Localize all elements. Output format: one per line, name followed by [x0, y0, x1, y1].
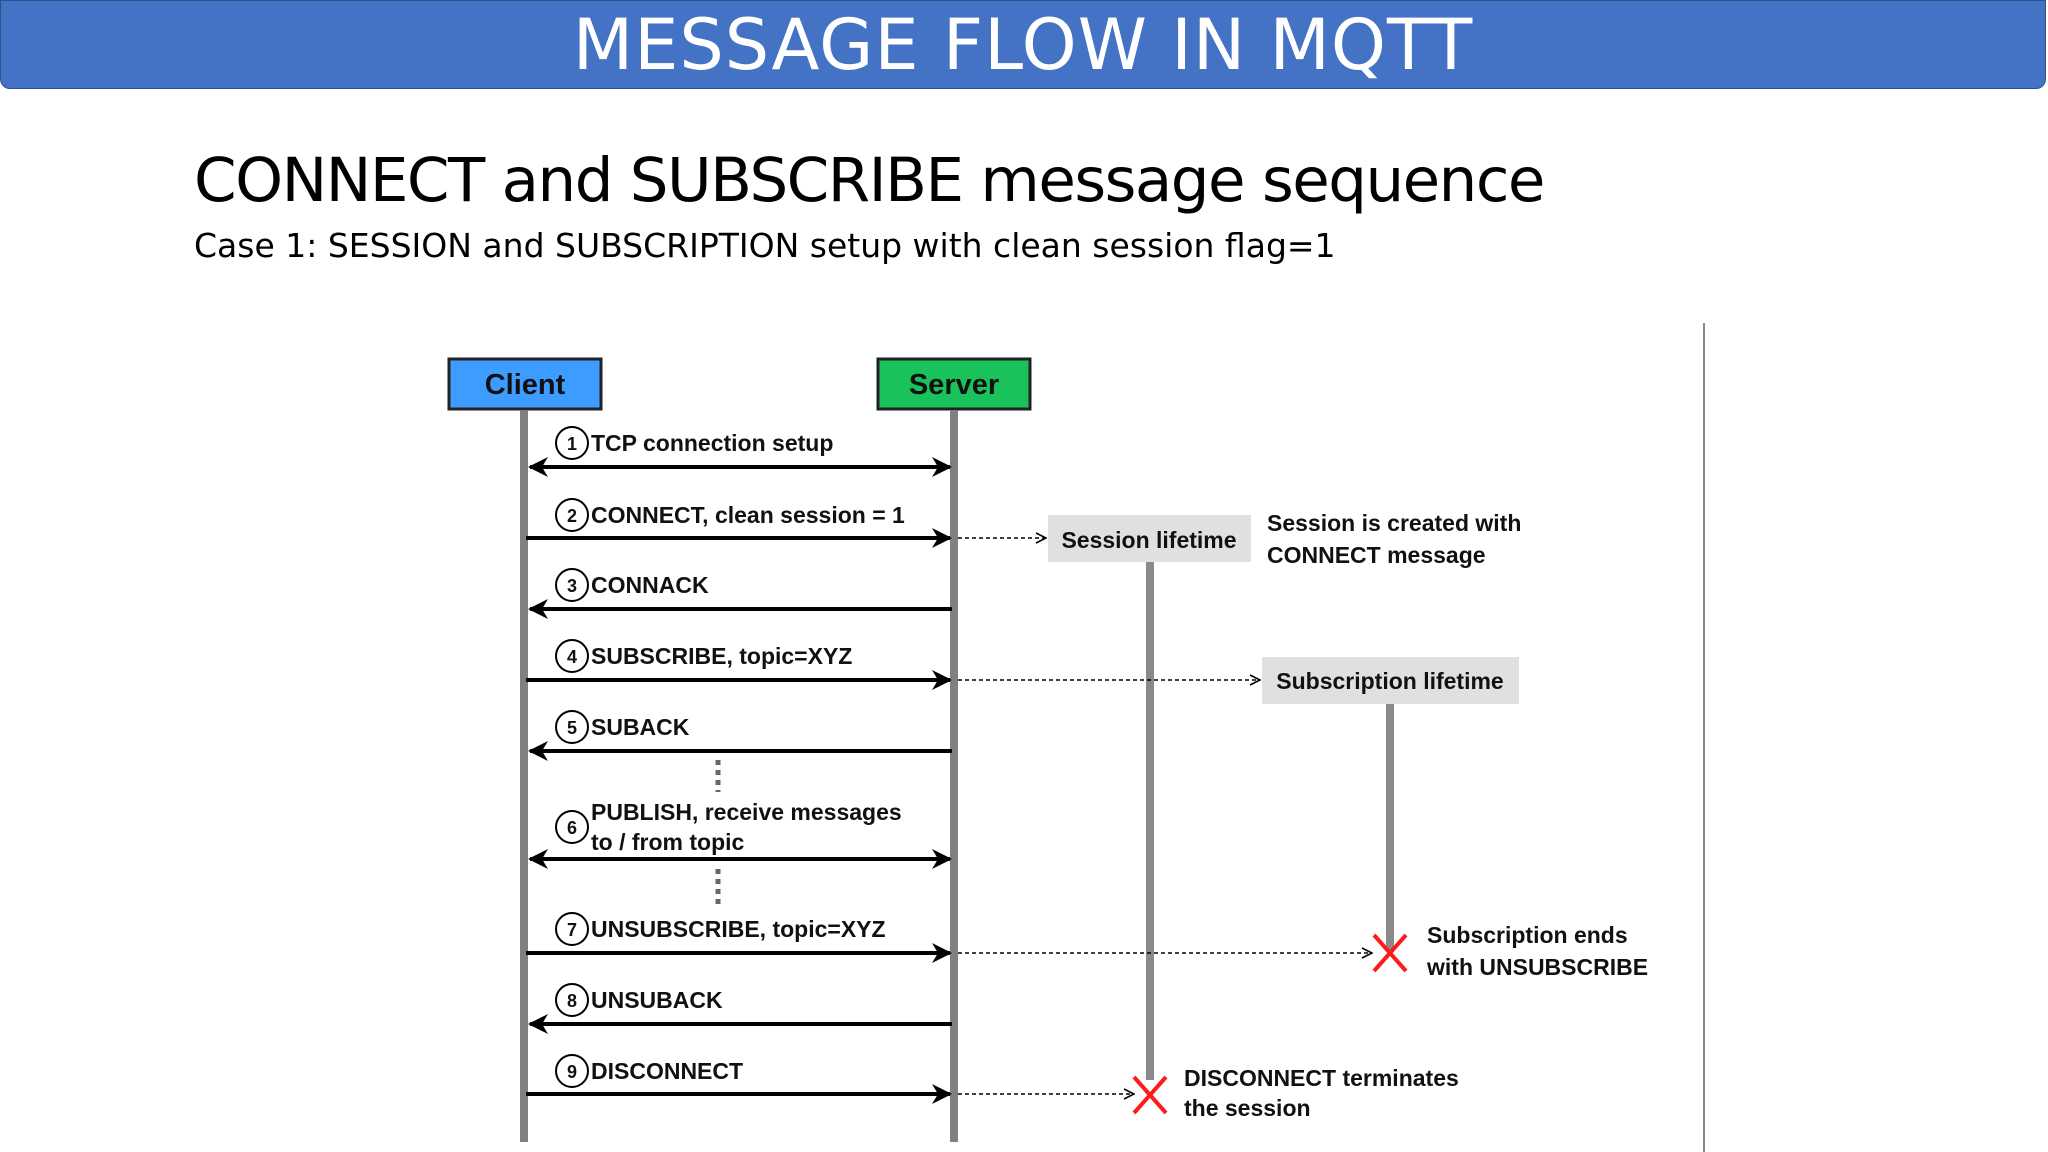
message-1: 1 TCP connection setup	[528, 426, 952, 477]
note-session-created-line2: CONNECT message	[1267, 542, 1486, 568]
session-lifetime-label: Session lifetime	[1061, 527, 1236, 553]
case-text: : SESSION and SUBSCRIPTION setup with cl…	[306, 226, 1336, 265]
page-title: MESSAGE FLOW IN MQTT	[572, 4, 1474, 86]
message-7-label: UNSUBSCRIBE, topic=XYZ	[591, 916, 886, 942]
note-subscription-ends: Subscription ends with UNSUBSCRIBE	[1426, 922, 1648, 980]
title-bar: MESSAGE FLOW IN MQTT	[0, 0, 2046, 89]
client-box	[447, 357, 603, 411]
message-6-number-circle	[555, 810, 589, 844]
message-9-label: DISCONNECT	[591, 1058, 743, 1084]
message-5: 5 SUBACK	[528, 710, 952, 761]
message-4-number: 4	[567, 647, 577, 667]
message-6-number: 6	[567, 818, 577, 838]
subscription-lifetime-box: Subscription lifetime	[1262, 657, 1519, 704]
message-8-number-circle	[555, 983, 589, 1017]
note-subscription-ends-line2: with UNSUBSCRIBE	[1426, 954, 1648, 980]
note-disconnect-line2: the session	[1184, 1095, 1311, 1121]
message-3-number-circle	[555, 568, 589, 602]
message-4-label: SUBSCRIBE, topic=XYZ	[591, 643, 852, 669]
session-lifetime-bg	[1048, 515, 1251, 562]
message-1-label: TCP connection setup	[591, 430, 833, 456]
message-3-number: 3	[567, 576, 577, 596]
slide-subtitle: CONNECT and SUBSCRIBE message sequence	[194, 145, 1545, 216]
session-end-x-icon	[1132, 1075, 1168, 1115]
message-8-label: UNSUBACK	[591, 987, 723, 1013]
message-3: 3 CONNACK	[528, 568, 952, 619]
note-session-created-line1: Session is created with	[1267, 510, 1521, 536]
client-actor: Client	[447, 357, 603, 411]
message-5-number-circle	[555, 710, 589, 744]
message-2-number-circle	[555, 498, 589, 532]
session-lifetime-box: Session lifetime	[1048, 515, 1251, 562]
subscription-end-x-icon	[1372, 933, 1408, 973]
client-label: Client	[485, 369, 566, 401]
subscription-lifetime-label: Subscription lifetime	[1276, 668, 1503, 694]
message-7: 7 UNSUBSCRIBE, topic=XYZ	[526, 912, 1372, 963]
case-label: Case 1	[194, 226, 307, 265]
note-disconnect-line1: DISCONNECT terminates	[1184, 1065, 1459, 1091]
message-7-number: 7	[567, 920, 577, 940]
server-lifeline	[950, 410, 958, 1142]
note-session-created: Session is created with CONNECT message	[1267, 510, 1521, 568]
case-description: Case 1: SESSION and SUBSCRIPTION setup w…	[194, 226, 1336, 265]
message-6-label: PUBLISH, receive messages	[591, 799, 902, 825]
subscription-lifetime-bar	[1386, 702, 1394, 952]
message-2-number: 2	[567, 506, 577, 526]
message-3-label: CONNACK	[591, 572, 709, 598]
message-2-label: CONNECT, clean session = 1	[591, 502, 905, 528]
message-9-number: 9	[567, 1062, 577, 1082]
message-6-label-line2: to / from topic	[591, 829, 745, 855]
message-2: 2 CONNECT, clean session = 1	[526, 498, 1046, 548]
message-4-number-circle	[555, 639, 589, 673]
message-9: 9 DISCONNECT	[526, 1054, 1134, 1104]
subscription-lifetime-bg	[1262, 657, 1519, 704]
message-9-number-circle	[555, 1054, 589, 1088]
message-5-number: 5	[567, 718, 577, 738]
message-5-label: SUBACK	[591, 714, 690, 740]
vertical-divider	[1703, 323, 1705, 1152]
server-label: Server	[909, 369, 999, 401]
message-8-number: 8	[567, 991, 577, 1011]
message-8: 8 UNSUBACK	[528, 983, 952, 1034]
message-4: 4 SUBSCRIBE, topic=XYZ	[526, 639, 1260, 690]
message-7-number-circle	[555, 912, 589, 946]
message-1-number: 1	[567, 434, 577, 454]
session-lifetime-bar	[1146, 560, 1154, 1080]
server-box	[876, 357, 1032, 411]
client-lifeline	[520, 410, 528, 1142]
server-actor: Server	[876, 357, 1032, 411]
message-6: 6 PUBLISH, receive messages to / from to…	[528, 799, 952, 869]
note-subscription-ends-line1: Subscription ends	[1427, 922, 1628, 948]
note-disconnect-terminates: DISCONNECT terminates the session	[1184, 1065, 1459, 1121]
